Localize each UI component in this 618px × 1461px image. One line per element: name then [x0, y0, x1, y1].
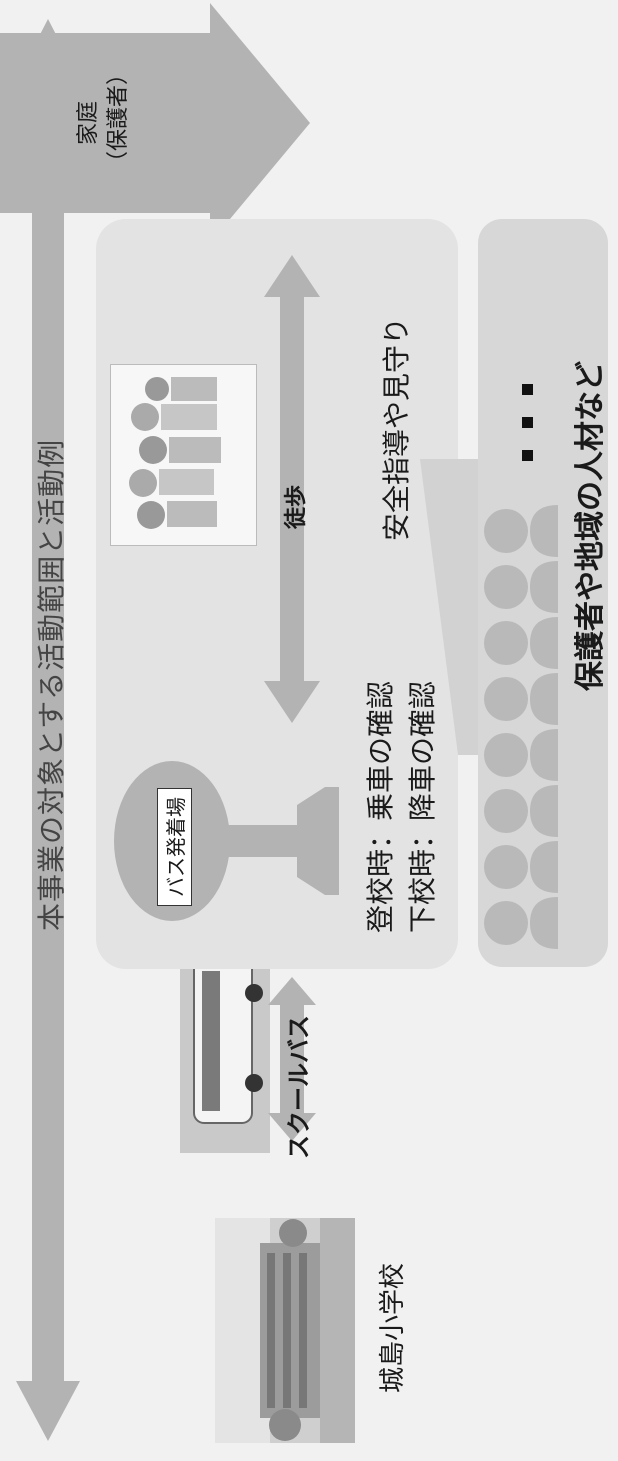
school-photo: [215, 1218, 355, 1443]
person-icon: [484, 841, 558, 893]
person-icon: [484, 785, 558, 837]
ellipsis-icon: [522, 384, 533, 461]
person-icon: [484, 897, 558, 949]
bus-photo: [180, 933, 270, 1153]
person-icon: [484, 617, 558, 669]
person-icon: [484, 561, 558, 613]
person-icon: [484, 505, 558, 557]
people-label: 保護者や地域の人材など: [573, 361, 608, 691]
children-photo: [110, 364, 257, 546]
person-icon: [484, 673, 558, 725]
person-icon: [484, 729, 558, 781]
